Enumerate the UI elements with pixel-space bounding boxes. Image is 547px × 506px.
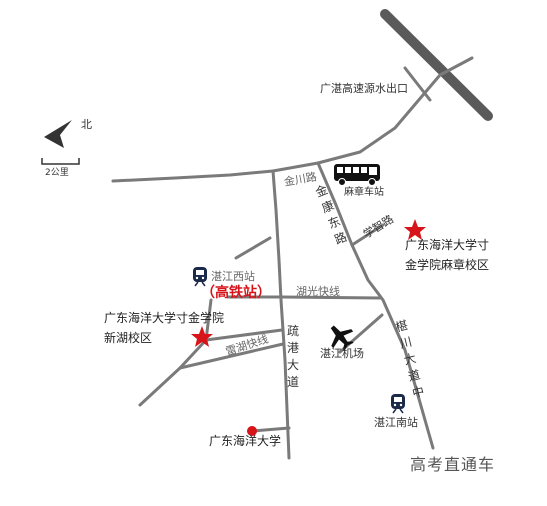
expressway-line [380, 9, 493, 121]
ocean-university-label: 广东海洋大学 [209, 434, 282, 448]
west-station-spur-road [234, 236, 272, 260]
southwest-road [138, 298, 213, 407]
xuezhi-road-line [350, 223, 385, 247]
zhanjiang-south-station-label: 湛江南站 [374, 416, 418, 429]
shugang-avenue-label: 疏港大道 [287, 324, 300, 389]
mazhang-campus-label-line1: 广东海洋大学寸 [405, 238, 490, 252]
huguang-expressway-label: 湖光快线 [296, 285, 340, 298]
star-icon-mazhang-campus [404, 219, 426, 240]
university-spur-road [250, 426, 291, 433]
zhanjiang-west-station-label: 湛江西站 [211, 270, 255, 283]
train-icon-west-station [193, 267, 207, 287]
huguang-expressway-road [226, 295, 382, 300]
xinhu-campus-label-line2: 新湖校区 [104, 331, 153, 345]
zhanjiang-airport-label: 湛江机场 [320, 347, 364, 360]
mazhang-bus-station-label: 麻章车站 [344, 187, 384, 198]
bus-icon [334, 164, 380, 186]
high-speed-rail-label: （高铁站） [201, 285, 271, 301]
jinkang-lingchuan-road [316, 161, 435, 450]
mazhang-campus-label-line2: 金学院麻章校区 [405, 258, 490, 272]
shugang-avenue-road [271, 169, 291, 460]
xinhu-campus-label-line1: 广东海洋大学寸金学院 [104, 311, 225, 325]
scale-label: 2公里 [45, 168, 69, 178]
north-arrow-icon [44, 120, 72, 148]
exit-connector-road [403, 66, 432, 102]
southwest-branch-road [178, 342, 285, 370]
watermark: 高考直通车 [410, 455, 496, 474]
train-icon-south-station [391, 394, 405, 414]
star-icon-xinhu-campus [191, 326, 213, 347]
main-road-northeast [111, 56, 474, 183]
ocean-university-marker [247, 426, 257, 436]
airplane-icon [330, 325, 354, 351]
compass-label: 北 [81, 118, 92, 131]
expressway-exit-label: 广湛高速源水出口 [320, 82, 408, 95]
leihu-expressway-road [204, 328, 284, 342]
scale-bar [41, 158, 80, 165]
